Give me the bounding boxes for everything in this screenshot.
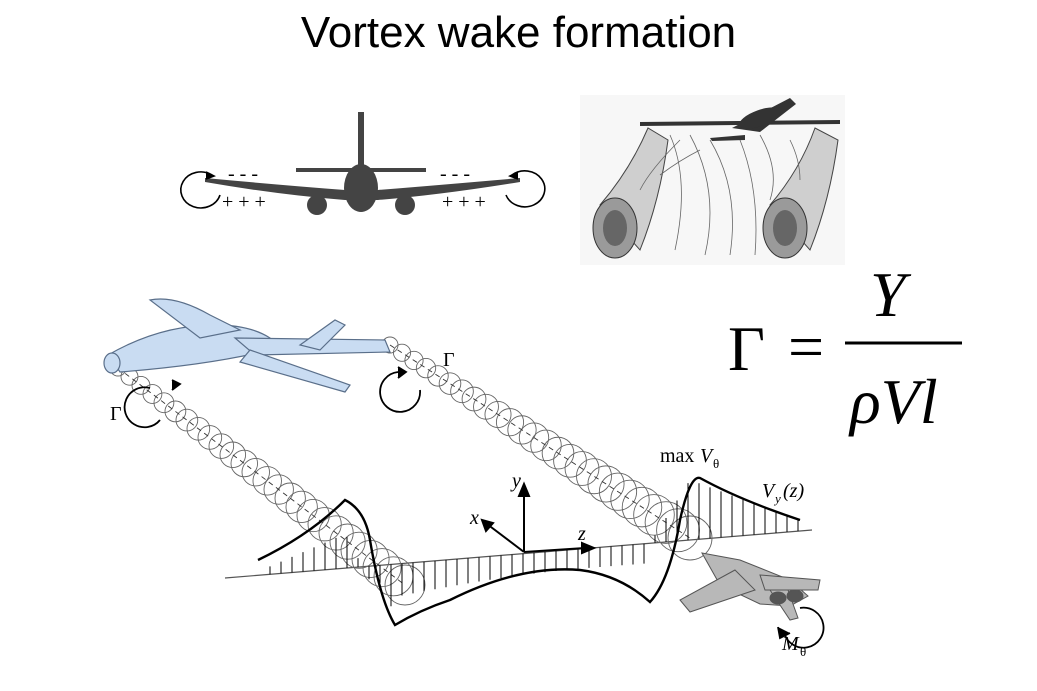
- formula-numerator: Y: [870, 259, 912, 330]
- left-tip-vortex: [180, 171, 221, 209]
- vortex-ring: [252, 466, 282, 496]
- vortex-ring: [142, 384, 163, 404]
- vortex-ring: [587, 465, 625, 503]
- v-theta-label: V: [700, 445, 715, 467]
- vy-subscript: y: [773, 491, 781, 506]
- vortex-ring: [564, 451, 600, 486]
- vortex-ring: [263, 474, 294, 505]
- formula-gamma: Γ: [728, 313, 765, 384]
- vy-argument: (z): [783, 480, 804, 502]
- front-view-aircraft: [205, 112, 520, 215]
- vortex-ring: [384, 564, 426, 606]
- vortex-ring: [415, 358, 437, 379]
- wake-streamlines: [639, 134, 801, 256]
- vortex-ring: [644, 501, 688, 544]
- reference-plane-line: [224, 529, 813, 579]
- formula-denominator: ρVl: [848, 366, 938, 437]
- vortex-core-line: [117, 367, 406, 586]
- vortex-ring: [530, 429, 562, 462]
- left-circulation-arrow: [123, 379, 182, 429]
- moment-subscript: θ: [800, 644, 806, 659]
- vortex-ring: [340, 531, 378, 569]
- vortex-ring: [518, 422, 550, 453]
- axis-z-label: z: [577, 523, 586, 545]
- vortex-ring: [621, 486, 663, 528]
- vortex-ring: [392, 343, 412, 362]
- formula-equals: =: [788, 311, 824, 382]
- plus-signs-right: + + +: [442, 191, 486, 213]
- moment-label: M: [781, 633, 800, 655]
- vortex-ring: [484, 400, 512, 428]
- right-tip-vortex: [505, 170, 546, 208]
- vortex-ring: [495, 408, 525, 437]
- axis-x-label: x: [469, 507, 479, 529]
- vortex-ring: [507, 415, 537, 445]
- vortex-ring: [438, 372, 462, 395]
- vortex-rings: [109, 336, 713, 606]
- vortex-ring: [230, 449, 259, 478]
- vortex-ring: [208, 433, 235, 459]
- v-theta-subscript: θ: [713, 456, 719, 471]
- max-label: max: [660, 445, 694, 467]
- vortex-ring: [219, 441, 247, 469]
- plus-signs-left: + + +: [222, 191, 266, 213]
- airliner: [103, 298, 391, 393]
- right-vortex-cone: [762, 127, 839, 259]
- vortex-core-line: [389, 344, 691, 539]
- vortex-ring: [404, 350, 424, 371]
- vortex-ring: [307, 507, 342, 542]
- vortex-ring: [450, 379, 474, 404]
- vortex-ring: [329, 523, 366, 560]
- minus-signs-right: - - -: [440, 163, 470, 185]
- left-vortex-cone: [592, 127, 669, 259]
- coordinate-axes: [480, 481, 597, 555]
- moment-arrow: [777, 606, 825, 649]
- vortex-ring: [164, 400, 187, 423]
- vortex-ring: [576, 458, 612, 495]
- vortex-ring: [610, 479, 650, 520]
- vortex-ring: [362, 548, 402, 588]
- vortex-ring: [667, 515, 713, 561]
- slide-title: Vortex wake formation: [300, 8, 737, 57]
- vortex-ring: [153, 392, 175, 414]
- minus-signs-left: - - -: [228, 163, 258, 185]
- vortex-ring: [241, 457, 270, 487]
- fighter-jet: [679, 552, 821, 621]
- velocity-vectors: [269, 483, 799, 607]
- vy-label: V: [762, 480, 777, 502]
- vortex-ring: [598, 472, 638, 511]
- vortex-ring: [553, 443, 587, 478]
- right-circulation-arrow: [379, 366, 421, 413]
- vortex-ring: [633, 494, 675, 536]
- vortex-ring: [427, 365, 449, 387]
- vortex-ring: [541, 436, 575, 470]
- gamma-left-label: Γ: [110, 403, 122, 425]
- vortex-ring: [285, 490, 318, 524]
- gamma-right-label: Γ: [443, 349, 455, 371]
- rear-aircraft: [640, 98, 840, 141]
- vortex-ring: [274, 482, 306, 514]
- axis-y-label: y: [510, 470, 521, 492]
